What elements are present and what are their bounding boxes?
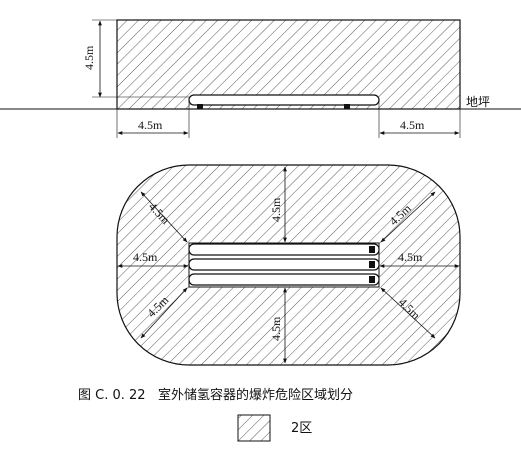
right-label: 4.5m xyxy=(398,250,423,264)
lower-right-diag-line xyxy=(380,287,436,339)
lower-left-diag-line xyxy=(140,287,188,339)
right-offset-label: 4.5m xyxy=(400,118,425,132)
upper-right-diag-line xyxy=(380,191,436,243)
side-view: 4.5m 4.5m 4.5m 地坪 xyxy=(0,19,521,138)
figure-caption: 图 C. 0. 22 室外储氢容器的爆炸危险区域划分 xyxy=(78,387,353,403)
zone-2-side-area xyxy=(116,19,461,110)
legend-label: 2区 xyxy=(291,421,312,436)
left-label: 4.5m xyxy=(133,250,158,264)
bottom-label: 4.5m xyxy=(269,316,283,341)
hydrogen-vessels-plan xyxy=(188,242,380,288)
height-label: 4.5m xyxy=(82,45,96,70)
ground-label: 地坪 xyxy=(466,95,490,109)
upper-left-diag-line xyxy=(140,191,188,243)
left-offset-label: 4.5m xyxy=(138,118,163,132)
top-label: 4.5m xyxy=(269,197,283,222)
hydrogen-vessel-side xyxy=(188,94,380,109)
legend: 2区 xyxy=(237,414,312,442)
plan-view: 4.5m 4.5m 4.5m 4.5m 4.5m 4.5m 4.5m 4.5m xyxy=(116,164,461,366)
legend-swatch xyxy=(237,414,271,442)
